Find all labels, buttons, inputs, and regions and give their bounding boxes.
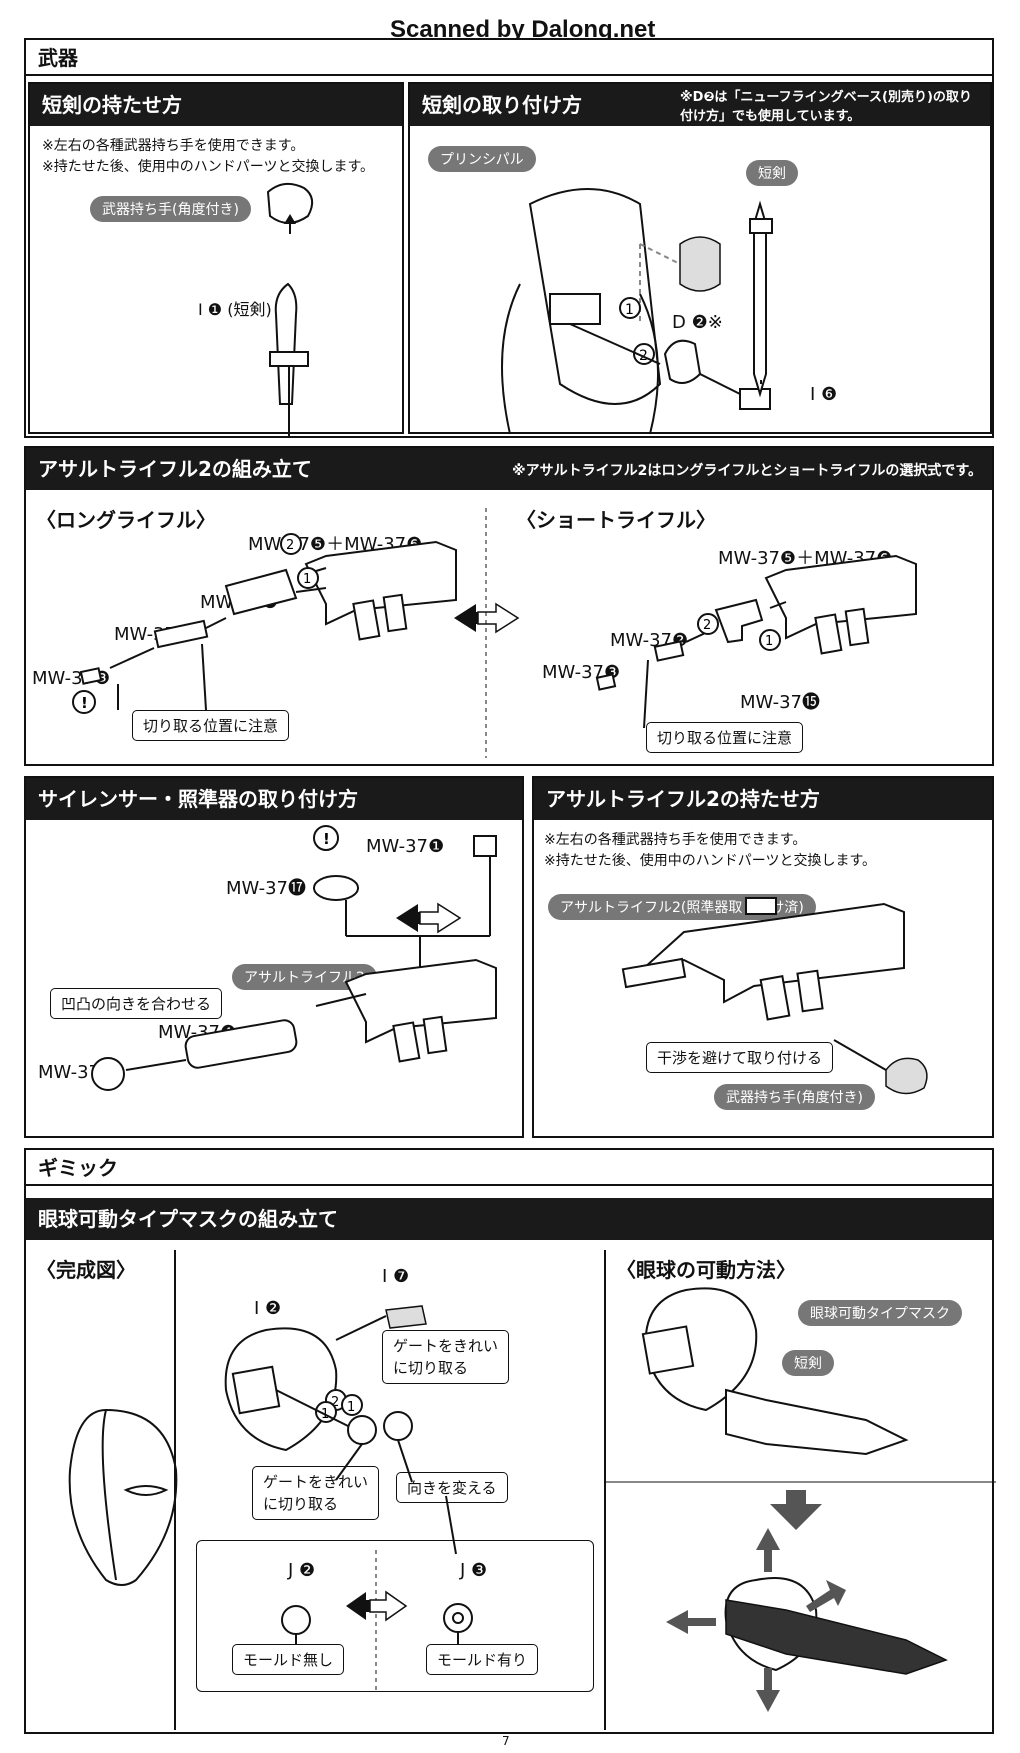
svg-text:!: ! [81,694,88,712]
rifle-hold-title: アサルトライフル2の持たせ方 [534,778,992,820]
eye-title: 〈眼球の可動方法〉 [616,1258,796,1282]
mask-i2: I ❷ [254,1298,282,1319]
short-p15: MW-37⓯ [740,692,820,713]
dagger-hold-title: 短剣の持たせ方 [30,84,402,126]
svg-text:1: 1 [765,634,773,649]
weapons-title: 武器 [26,40,992,76]
align-label: 凹凸の向きを合わせる [50,988,223,1019]
weapons-section: 武器 短剣の持たせ方 ※左右の各種武器持ち手を使用できます。 ※持たせた後、使用… [24,38,994,438]
mask-title: 眼球可動タイプマスクの組み立て [26,1198,992,1240]
part-i6-label: I ❻ [810,384,838,405]
dagger-part-label: I ❶ (短剣) [198,300,272,319]
dagger-hold-panel: 短剣の持たせ方 ※左右の各種武器持ち手を使用できます。 ※持たせた後、使用中のハ… [28,82,404,436]
gate-label-1: ゲートをきれい に切り取る [382,1330,510,1384]
rifle-build-section: アサルトライフル2の組み立て ※アサルトライフル2はロングライフルとショートライ… [24,446,994,766]
mask-j2: J ❷ [288,1560,316,1581]
mask-assembly-illustration: 2 1 1 [224,1305,473,1690]
gate-label-2: ゲートをきれい に切り取る [252,1466,380,1520]
silencer-illustration: ! [91,825,497,1091]
gimmick-title: ギミック [26,1150,992,1186]
eye-mask-label: 眼球可動タイプマスク [798,1300,962,1326]
complete-title: 〈完成図〉 [36,1258,136,1282]
rifle-hold-hand-label: 武器持ち手(角度付き) [714,1084,875,1110]
svg-text:!: ! [323,830,330,848]
avoid-label: 干渉を避けて取り付ける [646,1042,834,1073]
svg-text:1: 1 [347,1400,355,1415]
long-rifle-title: 〈ロングライフル〉 [36,508,216,532]
assembly-divider [604,1250,606,1730]
rifle-hold-panel: アサルトライフル2の持たせ方 ※左右の各種武器持ち手を使用できます。 ※持たせた… [532,776,994,1138]
rifle-build-illustration: 2 1 ! 2 1 [72,508,917,758]
step-1-marker: 1 [625,302,634,318]
part-d2-label: D ❷※ [672,312,723,333]
direction-label: 向きを変える [396,1472,508,1503]
rifle-hold-illustration [621,897,928,1095]
page-number: 7 [502,1734,510,1748]
eye-dagger-label: 短剣 [782,1350,834,1376]
svg-text:2: 2 [703,618,711,633]
silencer-p1: MW-37❶ [366,836,445,857]
svg-text:2: 2 [286,538,294,553]
silencer-panel: サイレンサー・照準器の取り付け方 MW-37❶ MW-37⓱ アサルトライフル2… [24,776,524,1138]
no-mold-label: モールド無し [232,1644,345,1675]
complete-mask-illustration [68,1408,178,1586]
rifle-build-title: アサルトライフル2の組み立て [26,448,992,490]
short-caution-label: 切り取る位置に注意 [646,722,804,753]
eye-movement-illustration [606,1287,996,1712]
svg-text:1: 1 [303,572,311,587]
dagger-attach-note: ※D❷は「ニューフライングベース(別売り)の取り付け方」でも使用しています。 [680,90,972,124]
rifle-hold-note-1: ※左右の各種武器持ち手を使用できます。 [544,832,807,848]
short-rifle-title: 〈ショートライフル〉 [516,508,716,532]
weapon-hand-label: 武器持ち手(角度付き) [90,196,251,222]
rifle-hold-note-2: ※持たせた後、使用中のハンドパーツと交換します。 [544,853,877,869]
dagger-attach-panel: 短剣の取り付け方 ※D❷は「ニューフライングベース(別売り)の取り付け方」でも使… [408,82,992,435]
dagger-hold-note-2: ※持たせた後、使用中のハンドパーツと交換します。 [42,159,375,175]
dagger-hold-illustration [266,182,314,436]
dagger-attach-illustration: 1 2 [501,188,773,435]
long-caution-label: 切り取る位置に注意 [132,710,290,741]
rifle-build-note: ※アサルトライフル2はロングライフルとショートライフルの選択式です。 [512,463,982,479]
complete-divider [174,1250,176,1730]
silencer-p17: MW-37⓱ [226,878,306,899]
mask-i7: I ❼ [382,1266,410,1287]
silencer-title: サイレンサー・照準器の取り付け方 [26,778,522,820]
svg-text:2: 2 [331,1395,339,1410]
dagger-attach-title: 短剣の取り付け方 [410,84,990,126]
dagger-label: 短剣 [746,160,798,186]
principal-label: プリンシパル [428,146,536,172]
gimmick-section: ギミック 眼球可動タイプマスクの組み立て 〈完成図〉 I ❷ I ❼ ゲートをき… [24,1148,996,1734]
mold-box [196,1540,594,1692]
mask-j3: J ❸ [460,1560,488,1581]
dagger-hold-note-1: ※左右の各種武器持ち手を使用できます。 [42,138,305,154]
with-mold-label: モールド有り [426,1644,539,1675]
